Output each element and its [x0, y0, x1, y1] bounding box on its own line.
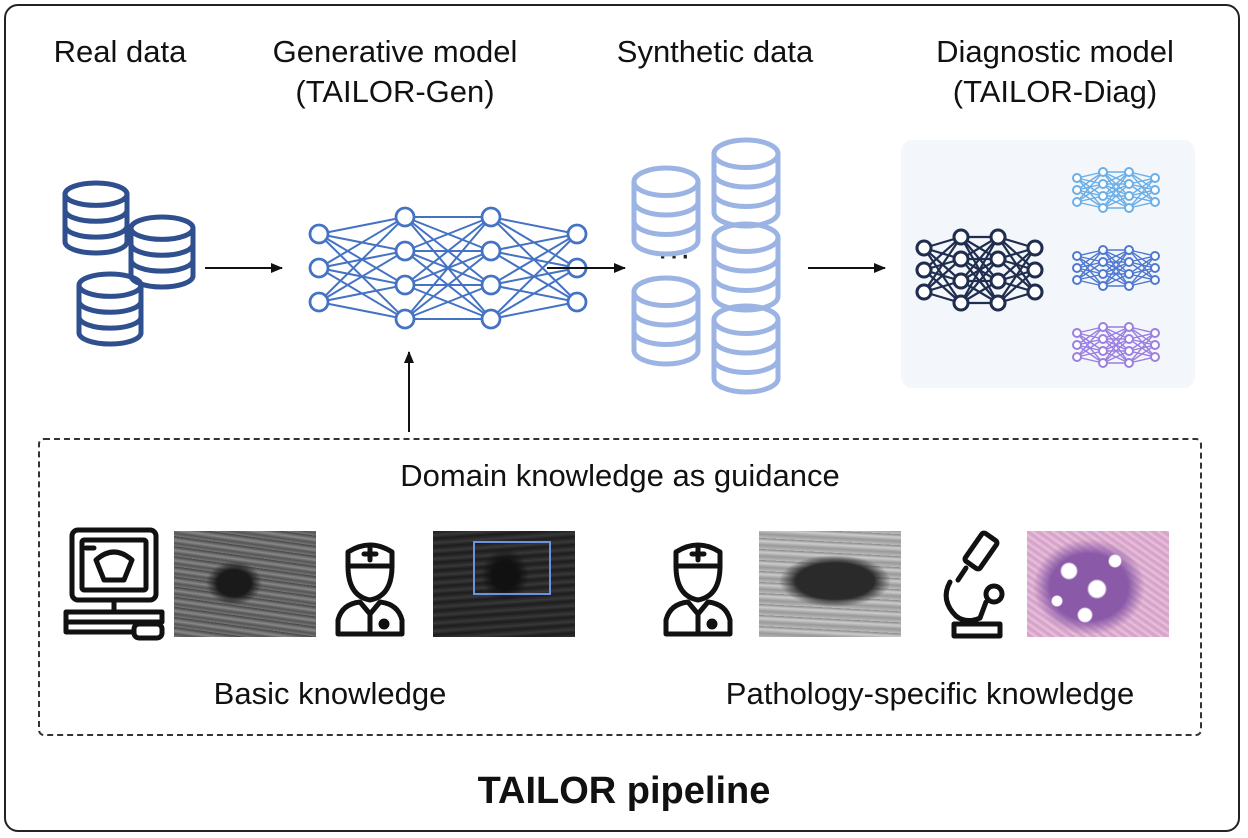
histology-image [1027, 531, 1169, 637]
synthetic-data-label: Synthetic data [616, 34, 814, 69]
region-of-interest-box [473, 541, 551, 595]
generative-model-title: Generative model [272, 34, 518, 69]
domain-knowledge-heading: Domain knowledge as guidance [400, 458, 840, 493]
domain-knowledge-box [38, 438, 1202, 736]
generative-model-label: Generative model (TAILOR-Gen) [230, 32, 560, 112]
diagnostic-model-subtitle: (TAILOR-Diag) [952, 74, 1158, 109]
database-icon [711, 221, 781, 313]
database-icon [128, 214, 196, 290]
neural-network-icon [308, 206, 588, 330]
database-icon [631, 275, 701, 367]
diagnostic-model-label: Diagnostic model (TAILOR-Diag) [900, 32, 1210, 112]
neural-network-icon [1072, 245, 1160, 291]
ultrasound-image-3 [759, 531, 901, 637]
pathology-knowledge-label: Pathology-specific knowledge [725, 676, 1135, 711]
ultrasound-monitor-icon [63, 527, 165, 641]
generative-model-subtitle: (TAILOR-Gen) [295, 74, 495, 109]
ultrasound-image-1 [174, 531, 316, 637]
neural-network-icon [1072, 322, 1160, 368]
synthetic-data-databases [631, 137, 781, 395]
database-icon [76, 271, 144, 347]
neural-network-icon [915, 228, 1044, 312]
doctor-icon [663, 542, 733, 637]
database-icon [711, 303, 781, 395]
diagnostic-networks [915, 167, 1160, 368]
neural-network-icon [1072, 167, 1160, 213]
microscope-icon [943, 530, 1005, 639]
real-data-databases [62, 180, 196, 347]
basic-knowledge-label: Basic knowledge [213, 676, 447, 711]
doctor-icon [335, 542, 405, 637]
diagnostic-model-title: Diagnostic model [936, 34, 1174, 69]
real-data-label: Real data [53, 34, 187, 69]
database-icon [631, 165, 701, 257]
ultrasound-image-2 [433, 531, 575, 637]
database-icon [711, 137, 781, 229]
database-icon [62, 180, 130, 256]
pipeline-title: TAILOR pipeline [477, 770, 771, 812]
generative-network-icon [308, 206, 588, 330]
